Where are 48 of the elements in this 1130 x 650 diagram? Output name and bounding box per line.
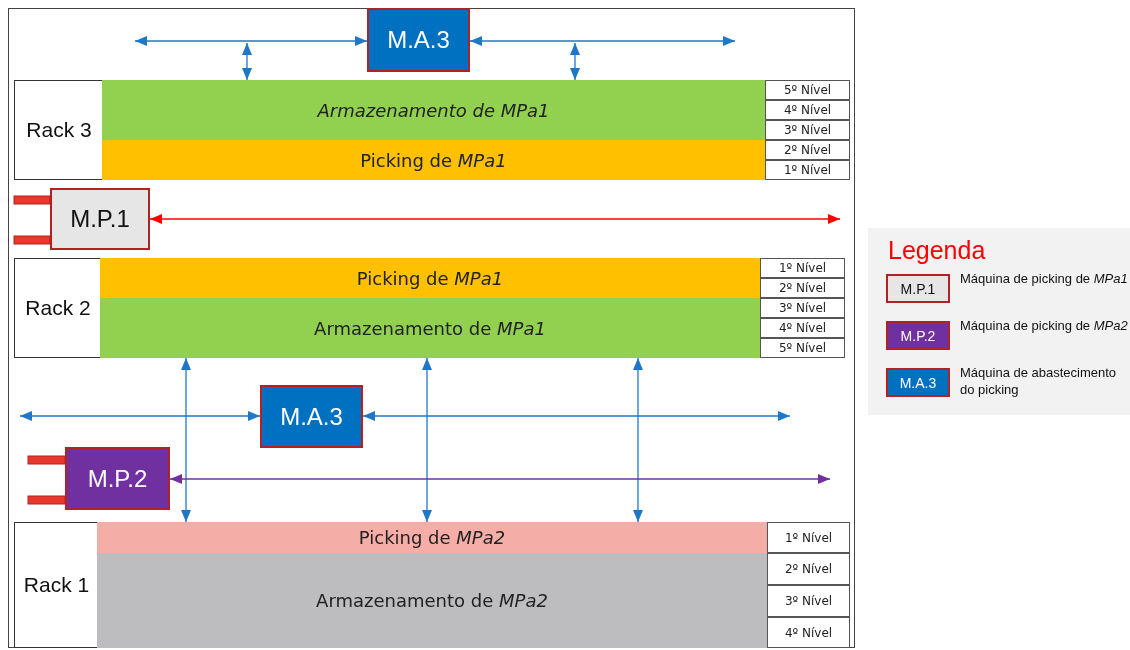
legend-text: Máquina de picking de MPa1 xyxy=(960,270,1128,287)
level-cell: 2º Nível xyxy=(760,278,845,298)
legend-swatch: M.P.1 xyxy=(886,274,950,303)
zone-band: Picking de MPa1 xyxy=(102,140,765,180)
machine-box: M.P.2 xyxy=(65,447,170,510)
arrow xyxy=(169,474,831,484)
rack-box xyxy=(14,258,845,358)
level-cell: 1º Nível xyxy=(765,160,850,180)
arrow xyxy=(633,357,643,523)
zone-band: Armazenamento de MPa1 xyxy=(102,80,765,140)
level-cell: 1º Nível xyxy=(767,522,850,553)
rack-label: Rack 3 xyxy=(25,117,93,143)
level-cell: 2º Nível xyxy=(767,553,850,585)
rack-label: Rack 2 xyxy=(24,295,92,321)
level-cell: 5º Nível xyxy=(765,80,850,100)
zone-band: Picking de MPa1 xyxy=(100,258,760,298)
arrow xyxy=(242,42,252,81)
legend-swatch: M.A.3 xyxy=(886,368,950,397)
machine-box: M.A.3 xyxy=(260,385,363,448)
zone-band: Armazenamento de MPa2 xyxy=(97,553,767,648)
level-cell: 2º Nível xyxy=(765,140,850,160)
arrow xyxy=(181,357,191,523)
arrow xyxy=(362,411,791,421)
legend-text: Máquina de abastecimento do picking xyxy=(960,364,1118,398)
arrow xyxy=(149,214,841,224)
legend-title: Legenda xyxy=(888,236,986,265)
arrow xyxy=(19,411,261,421)
level-cell: 4º Nível xyxy=(765,100,850,120)
arrow xyxy=(469,36,736,46)
level-cell: 3º Nível xyxy=(760,298,845,318)
arrow xyxy=(134,36,368,46)
zone-band: Armazenamento de MPa1 xyxy=(100,298,760,358)
machine-box: M.P.1 xyxy=(50,188,150,250)
rack-box xyxy=(14,80,850,180)
level-cell: 1º Nível xyxy=(760,258,845,278)
legend-swatch: M.P.2 xyxy=(886,321,950,350)
level-cell: 3º Nível xyxy=(767,585,850,617)
level-cell: 3º Nível xyxy=(765,120,850,140)
arrow xyxy=(422,357,432,523)
level-cell: 5º Nível xyxy=(760,338,845,358)
level-cell: 4º Nível xyxy=(760,318,845,338)
rack-box xyxy=(14,522,850,648)
level-cell: 4º Nível xyxy=(767,617,850,648)
zone-band: Picking de MPa2 xyxy=(97,522,767,553)
machine-box: M.A.3 xyxy=(367,8,470,72)
arrow xyxy=(570,42,580,81)
legend-text: Máquina de picking de MPa2 xyxy=(960,317,1128,334)
rack-label: Rack 1 xyxy=(22,572,91,598)
